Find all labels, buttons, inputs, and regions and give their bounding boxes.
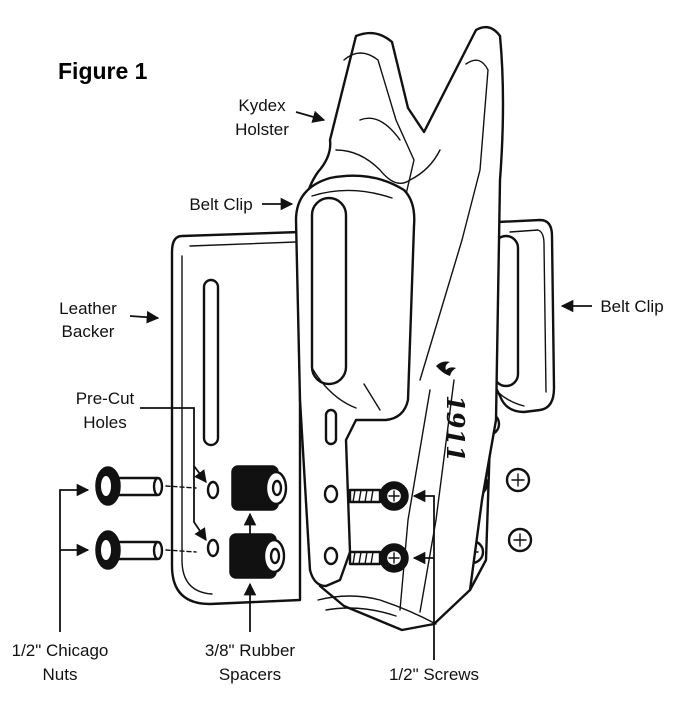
chicago-nut-upper <box>95 466 164 506</box>
right-screw-mid-b <box>505 467 531 493</box>
label-leather-backer-line1: Leather <box>59 299 117 318</box>
pre-cut-holes-arrow-upper <box>140 407 207 484</box>
right-screw-low-b <box>507 527 533 553</box>
label-chicago-nuts-line1: 1/2" Chicago <box>12 641 109 660</box>
clip-adjust-slot <box>324 408 338 446</box>
pre-cut-hole-upper <box>206 480 220 500</box>
model-1911-logo: 1911 <box>441 395 470 462</box>
backer-slot <box>202 278 220 447</box>
label-rubber-spacers-line2: Spacers <box>219 665 281 684</box>
leather-backer-arrow <box>129 310 160 324</box>
label-leather-backer-line2: Backer <box>62 322 115 341</box>
label-belt-clip-left: Belt Clip <box>189 195 252 214</box>
label-screws: 1/2" Screws <box>389 665 479 684</box>
clip-hole-lower <box>323 546 339 566</box>
leather-backer <box>170 230 302 606</box>
label-pre-cut-holes-line1: Pre-Cut <box>76 389 135 408</box>
label-rubber-spacers-line1: 3/8" Rubber <box>205 641 295 660</box>
label-kydex-holster-line2: Holster <box>235 120 289 139</box>
rubber-spacer-lower <box>229 533 286 579</box>
label-kydex-holster-line1: Kydex <box>238 96 286 115</box>
figure-title: Figure 1 <box>58 58 148 84</box>
label-chicago-nuts-line2: Nuts <box>43 665 78 684</box>
left-clip-slot <box>310 196 348 386</box>
buckmark-icon <box>436 361 456 376</box>
belt-clip-left <box>294 174 416 588</box>
pre-cut-hole-lower <box>206 538 220 558</box>
label-belt-clip-right: Belt Clip <box>600 297 663 316</box>
pre-cut-holes-arrow-lower <box>193 466 207 542</box>
chicago-nut-lower <box>95 530 164 570</box>
chicago-nuts-arrow-upper <box>59 483 90 632</box>
screws-arrow-upper <box>412 489 435 660</box>
kydex-holster-arrow <box>295 110 326 123</box>
screw-upper <box>348 481 409 511</box>
rubber-spacer-upper <box>231 465 288 511</box>
clip-hole-upper <box>323 484 339 504</box>
screw-lower <box>348 543 409 573</box>
label-pre-cut-holes-line2: Holes <box>83 413 126 432</box>
